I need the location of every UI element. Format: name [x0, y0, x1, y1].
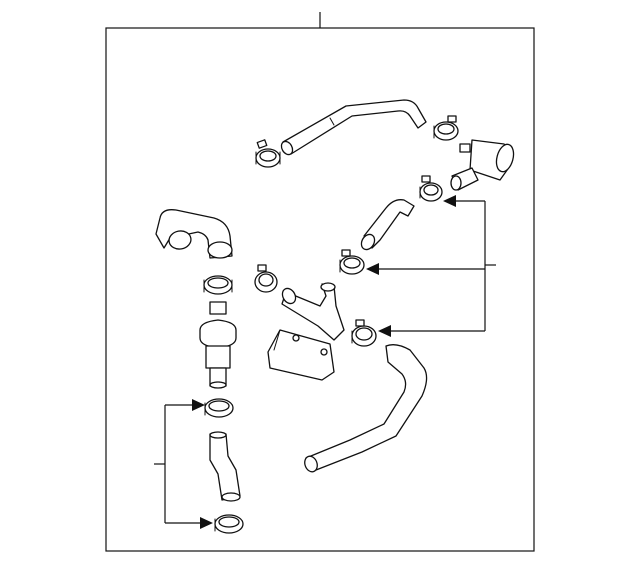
leader-group-left	[154, 399, 213, 529]
hose-clamp-tee	[254, 264, 278, 293]
water-outlet-housing	[450, 139, 515, 191]
tee-pipe	[281, 282, 345, 341]
leader-group-right	[366, 195, 496, 337]
hose-bracket	[267, 329, 335, 381]
hose-clamp-right-upper	[419, 175, 443, 202]
check-valve	[199, 301, 237, 389]
elbow-hose-left	[155, 209, 233, 259]
small-s-hose	[209, 431, 241, 502]
hose-clamp-left-middle	[204, 398, 234, 418]
hose-clamp-right-lower	[351, 319, 377, 347]
lower-coolant-hose	[304, 344, 428, 473]
hose-clamp-middle	[339, 249, 365, 275]
short-bypass-hose	[360, 199, 415, 251]
assembly-frame	[105, 27, 535, 552]
hose-clamp-upper-right	[433, 115, 459, 141]
hose-clamp-upper-left	[255, 139, 281, 168]
hose-clamp-left-upper	[203, 275, 233, 295]
hose-clamp-left-lower	[214, 514, 244, 534]
upper-coolant-hose	[280, 99, 427, 156]
